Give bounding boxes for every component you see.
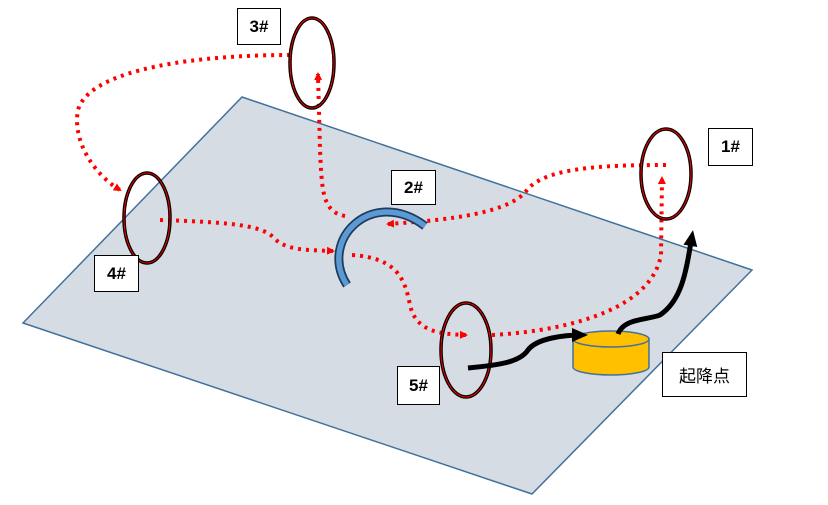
ring-3-label: 3# <box>237 8 281 45</box>
ring-3 <box>288 16 336 110</box>
takeoff-path <box>615 230 698 336</box>
gate-2-arc-fill <box>336 209 427 287</box>
flight-route <box>75 53 667 339</box>
ring-1 <box>639 127 693 221</box>
route-1-to-2 <box>386 163 667 228</box>
takeoff-point-label: 起降点 <box>662 352 747 397</box>
ring-1-label: 1# <box>708 128 753 166</box>
ring-4-label: 4# <box>94 255 139 292</box>
ring-5 <box>439 301 493 399</box>
ground-plane <box>21 96 754 495</box>
route-2-to-3 <box>314 72 346 218</box>
gate-2-label: 2# <box>391 170 436 205</box>
rings <box>122 16 693 399</box>
takeoff-pad <box>572 330 650 376</box>
ring-4 <box>122 171 172 265</box>
route-3-to-4 <box>75 53 291 192</box>
route-5-to-1 <box>491 176 666 337</box>
landing-path <box>467 328 588 371</box>
takeoff-landing-paths <box>467 230 698 371</box>
ring-5-label: 5# <box>397 366 440 405</box>
